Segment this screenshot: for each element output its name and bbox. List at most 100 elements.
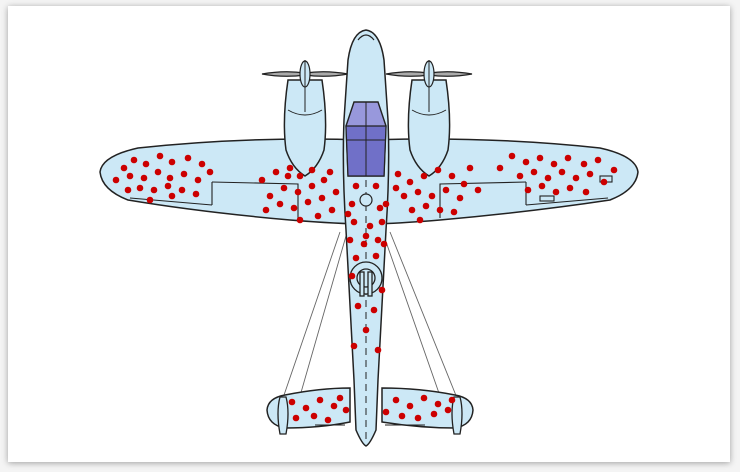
bullet-hole-dot-icon: [346, 236, 354, 244]
bullet-hole-dot-icon: [448, 172, 456, 180]
bullet-hole-dot-icon: [136, 184, 144, 192]
bullet-hole-dot-icon: [536, 154, 544, 162]
bullet-hole-dot-icon: [290, 204, 298, 212]
bullet-hole-dot-icon: [164, 182, 172, 190]
bullet-hole-dot-icon: [276, 200, 284, 208]
bullet-hole-dot-icon: [372, 182, 380, 190]
bullet-hole-dot-icon: [140, 174, 148, 182]
bullet-hole-dot-icon: [354, 302, 362, 310]
bullet-hole-dot-icon: [398, 412, 406, 420]
bullet-hole-dot-icon: [372, 252, 380, 260]
bullet-hole-dot-icon: [296, 216, 304, 224]
bullet-hole-dot-icon: [320, 176, 328, 184]
bullet-hole-dot-icon: [112, 176, 120, 184]
bullet-hole-dot-icon: [380, 240, 388, 248]
bullet-hole-dot-icon: [184, 154, 192, 162]
bullet-hole-dot-icon: [420, 172, 428, 180]
bullet-hole-dot-icon: [120, 164, 128, 172]
bullet-hole-dot-icon: [288, 398, 296, 406]
bracing-wires: [282, 231, 458, 399]
bullet-hole-dot-icon: [544, 174, 552, 182]
bullet-hole-dot-icon: [362, 232, 370, 240]
bullet-hole-dot-icon: [180, 170, 188, 178]
bullet-hole-dot-icon: [376, 204, 384, 212]
bullet-hole-dot-icon: [198, 160, 206, 168]
bullet-hole-dot-icon: [124, 186, 132, 194]
bullet-hole-dot-icon: [168, 158, 176, 166]
bullet-hole-dot-icon: [460, 180, 468, 188]
bullet-hole-dot-icon: [600, 178, 608, 186]
bullet-hole-dot-icon: [392, 184, 400, 192]
bullet-hole-dot-icon: [496, 164, 504, 172]
bullet-hole-dot-icon: [258, 176, 266, 184]
bullet-hole-dot-icon: [524, 186, 532, 194]
bullet-hole-dot-icon: [332, 188, 340, 196]
bullet-hole-dot-icon: [308, 166, 316, 174]
bullet-hole-dot-icon: [370, 306, 378, 314]
bullet-hole-dot-icon: [166, 174, 174, 182]
bullet-hole-dot-icon: [366, 222, 374, 230]
bullet-hole-dot-icon: [342, 406, 350, 414]
diagram-frame: [8, 6, 730, 462]
bullet-hole-dot-icon: [430, 410, 438, 418]
bullet-hole-dot-icon: [416, 216, 424, 224]
bullet-hole-dot-icon: [316, 396, 324, 404]
bullet-hole-dot-icon: [318, 194, 326, 202]
bullet-hole-dot-icon: [330, 402, 338, 410]
bullet-hole-dot-icon: [352, 182, 360, 190]
bullet-hole-dot-icon: [308, 182, 316, 190]
bullet-hole-dot-icon: [328, 206, 336, 214]
bullet-hole-dot-icon: [558, 168, 566, 176]
bullet-hole-dot-icon: [408, 206, 416, 214]
bullet-hole-dot-icon: [530, 168, 538, 176]
bullet-hole-dot-icon: [280, 184, 288, 192]
bullet-hole-dot-icon: [292, 414, 300, 422]
bullet-hole-dot-icon: [516, 172, 524, 180]
bullet-hole-dot-icon: [348, 272, 356, 280]
bullet-hole-dot-icon: [572, 174, 580, 182]
bullet-hole-dot-icon: [564, 154, 572, 162]
bullet-hole-dot-icon: [444, 406, 452, 414]
bullet-hole-dot-icon: [508, 152, 516, 160]
bullet-hole-dot-icon: [314, 212, 322, 220]
bullet-hole-dot-icon: [392, 396, 400, 404]
bullet-hole-dot-icon: [168, 192, 176, 200]
bullet-hole-dot-icon: [126, 172, 134, 180]
bullet-hole-dot-icon: [550, 160, 558, 168]
bullet-hole-dot-icon: [436, 206, 444, 214]
bullet-hole-dot-icon: [580, 160, 588, 168]
bullet-hole-dot-icon: [538, 182, 546, 190]
bullet-hole-dot-icon: [310, 412, 318, 420]
bullet-hole-dot-icon: [552, 188, 560, 196]
bullet-hole-dot-icon: [146, 196, 154, 204]
bullet-hole-dot-icon: [394, 170, 402, 178]
bullet-hole-dot-icon: [194, 176, 202, 184]
bullet-hole-dot-icon: [302, 404, 310, 412]
bullet-hole-dot-icon: [414, 414, 422, 422]
bullet-hole-dot-icon: [284, 172, 292, 180]
bullet-hole-dot-icon: [378, 218, 386, 226]
bullet-hole-dot-icon: [442, 186, 450, 194]
bullet-hole-dot-icon: [406, 402, 414, 410]
wing-control-surfaces: [129, 175, 613, 218]
bullet-hole-dot-icon: [382, 200, 390, 208]
bullet-hole-dot-icon: [586, 170, 594, 178]
engine-nacelle-right: [407, 79, 451, 177]
aircraft-diagram: [8, 6, 730, 462]
bullet-hole-dot-icon: [374, 236, 382, 244]
bullet-hole-dot-icon: [382, 408, 390, 416]
bullet-hole-markers: [112, 152, 618, 424]
bullet-hole-dot-icon: [324, 416, 332, 424]
bullet-hole-dot-icon: [296, 172, 304, 180]
bullet-hole-dot-icon: [420, 394, 428, 402]
bullet-hole-dot-icon: [474, 186, 482, 194]
bullet-hole-dot-icon: [434, 166, 442, 174]
bullet-hole-dot-icon: [336, 394, 344, 402]
propeller-icon: [261, 60, 349, 88]
bullet-hole-dot-icon: [362, 326, 370, 334]
bullet-hole-dot-icon: [400, 192, 408, 200]
bullet-hole-dot-icon: [450, 208, 458, 216]
bullet-hole-dot-icon: [566, 184, 574, 192]
bullet-hole-dot-icon: [156, 152, 164, 160]
bullet-hole-dot-icon: [582, 188, 590, 196]
